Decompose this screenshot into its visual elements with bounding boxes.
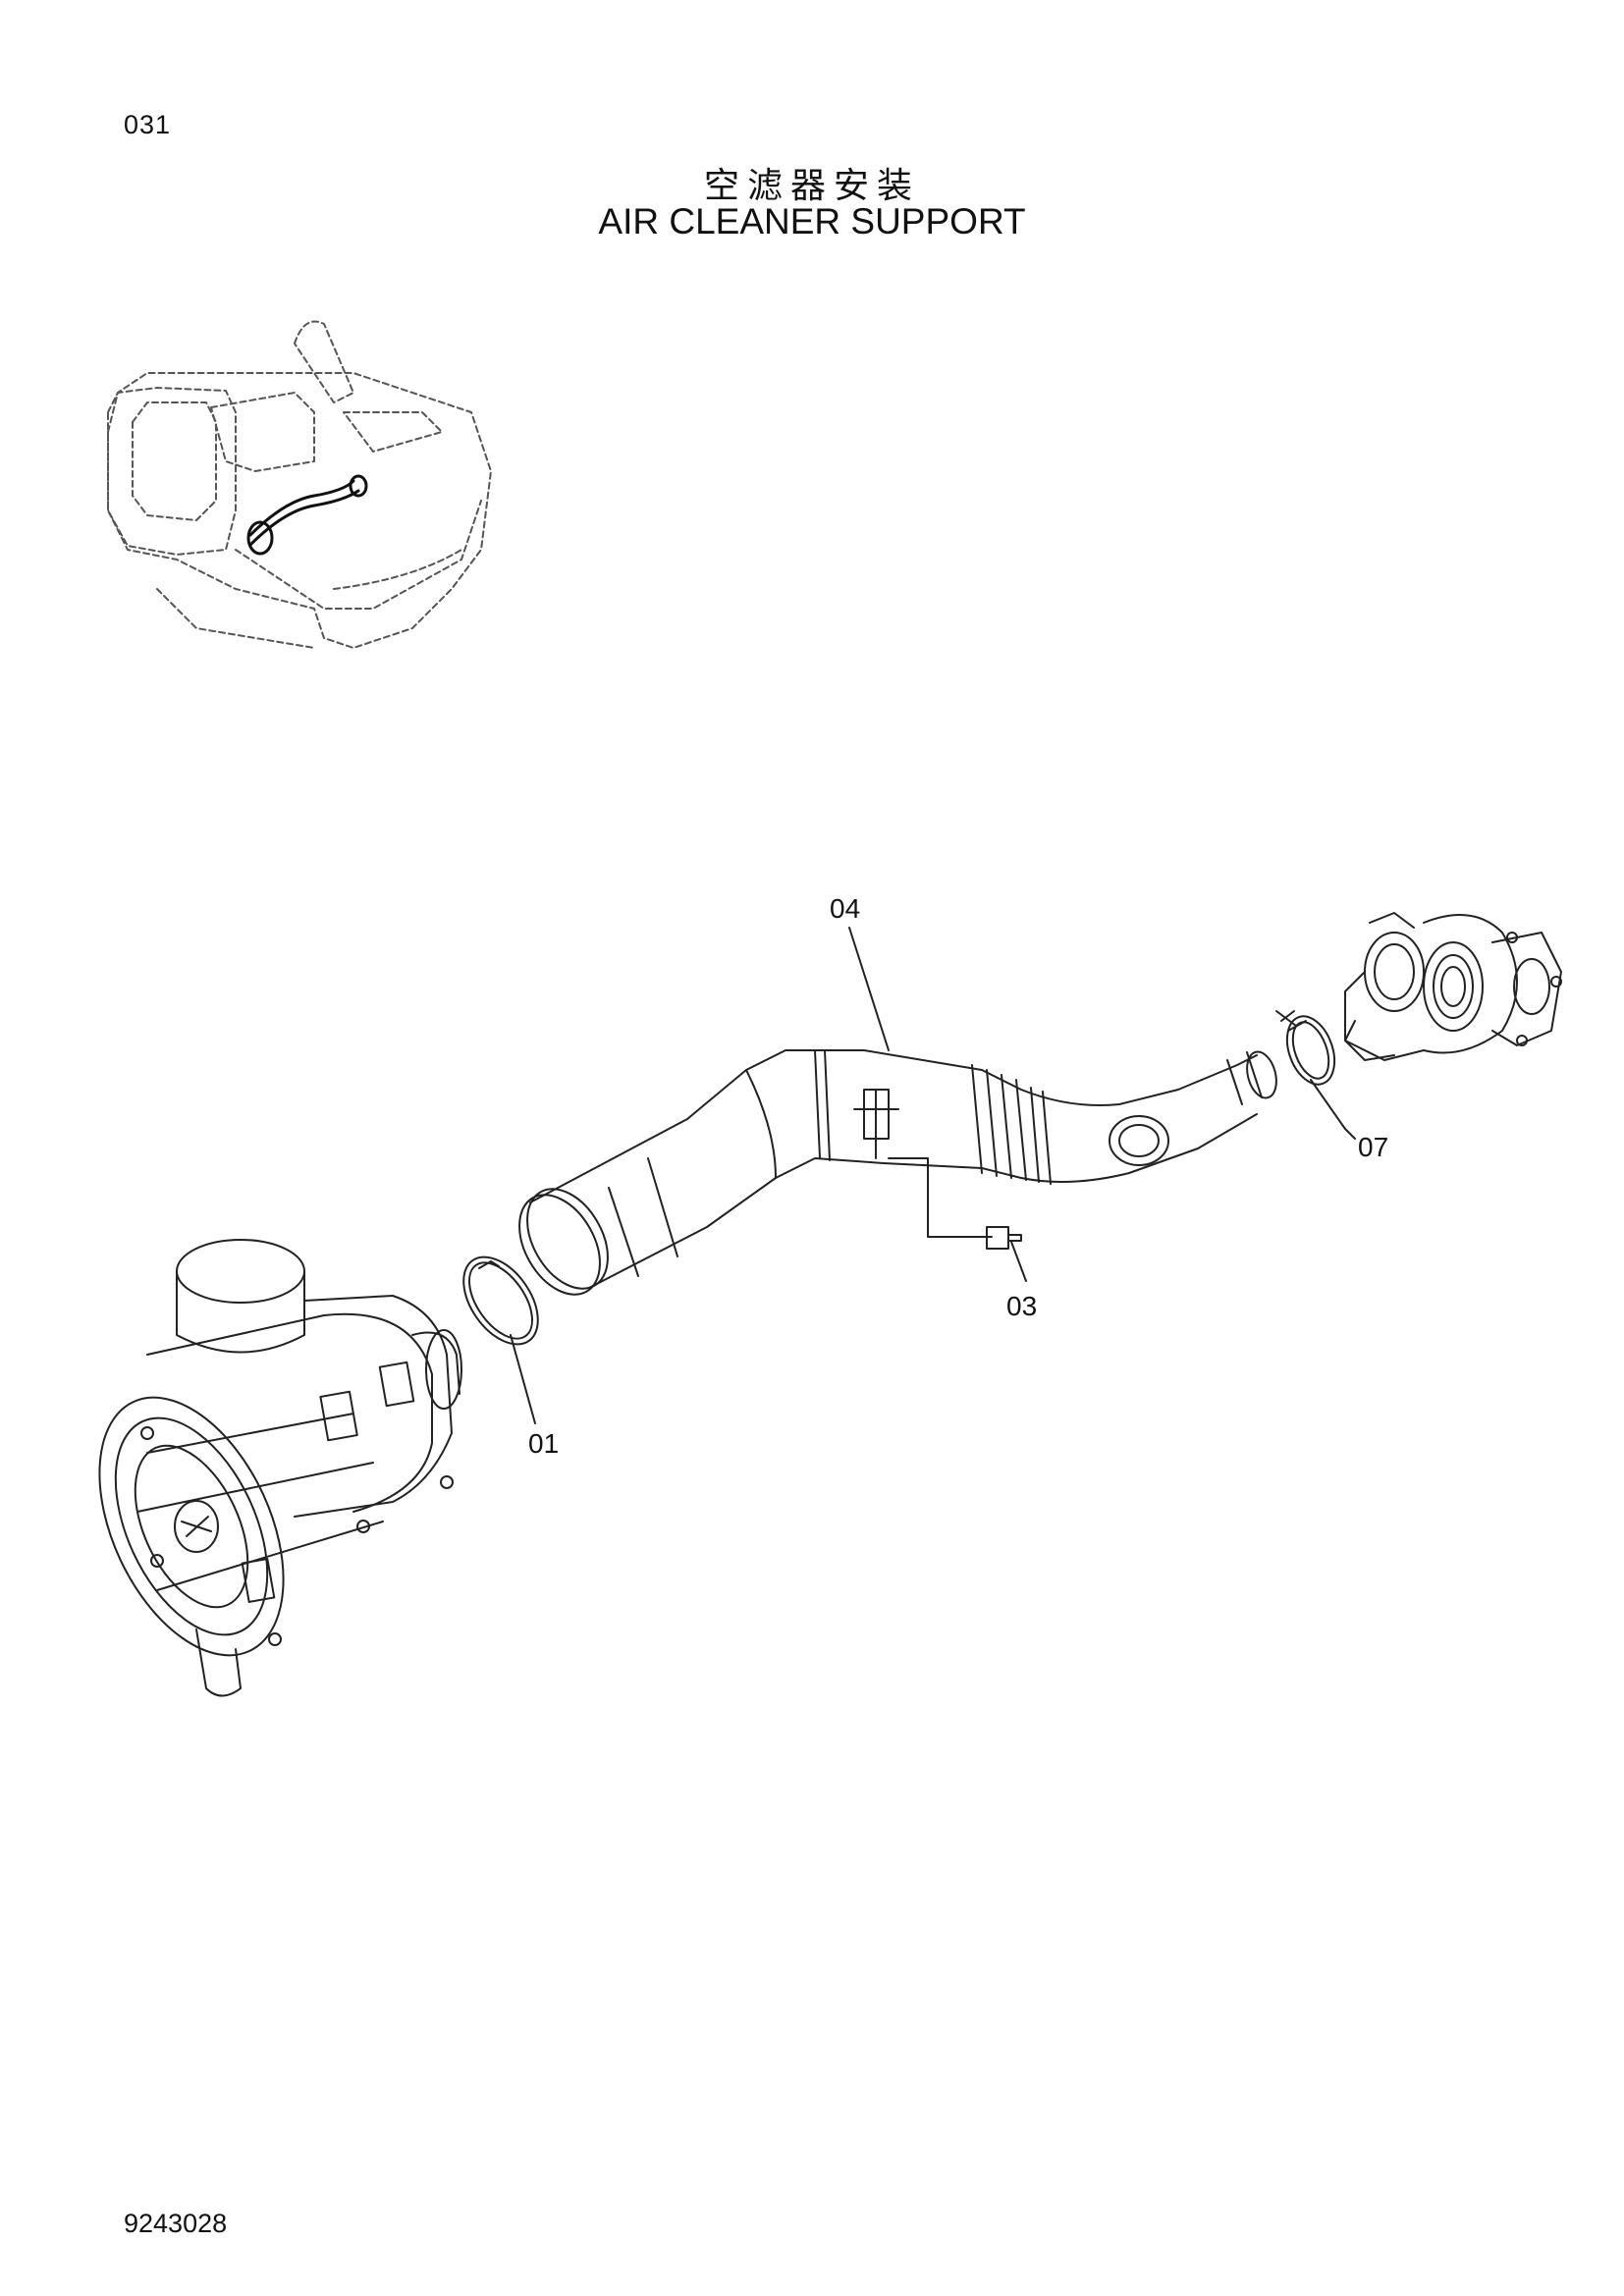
drawing-number: 9243028 <box>124 2209 228 2238</box>
page-number: 031 <box>124 110 172 139</box>
callout-04: 04 <box>830 893 860 924</box>
turbocharger-illustration <box>1344 912 1562 1061</box>
clamp-07 <box>1275 1010 1336 1086</box>
callout-03: 03 <box>1006 1291 1037 1321</box>
clamp-01 <box>462 1255 539 1346</box>
callout-01: 01 <box>528 1428 559 1459</box>
callout-labels: 04 07 03 01 <box>528 893 1388 1459</box>
intake-hose-04 <box>518 1049 1277 1296</box>
location-highlight-hose <box>246 474 368 556</box>
excavator-location-illustration <box>107 320 492 649</box>
bracket-bolt-03 <box>853 1089 1022 1250</box>
callout-07: 07 <box>1358 1132 1388 1162</box>
title-chinese: 空滤器安装 <box>703 166 920 206</box>
title-english: AIR CLEANER SUPPORT <box>598 201 1026 241</box>
air-cleaner-illustration <box>98 1239 462 1697</box>
leader-lines <box>510 927 1356 1424</box>
